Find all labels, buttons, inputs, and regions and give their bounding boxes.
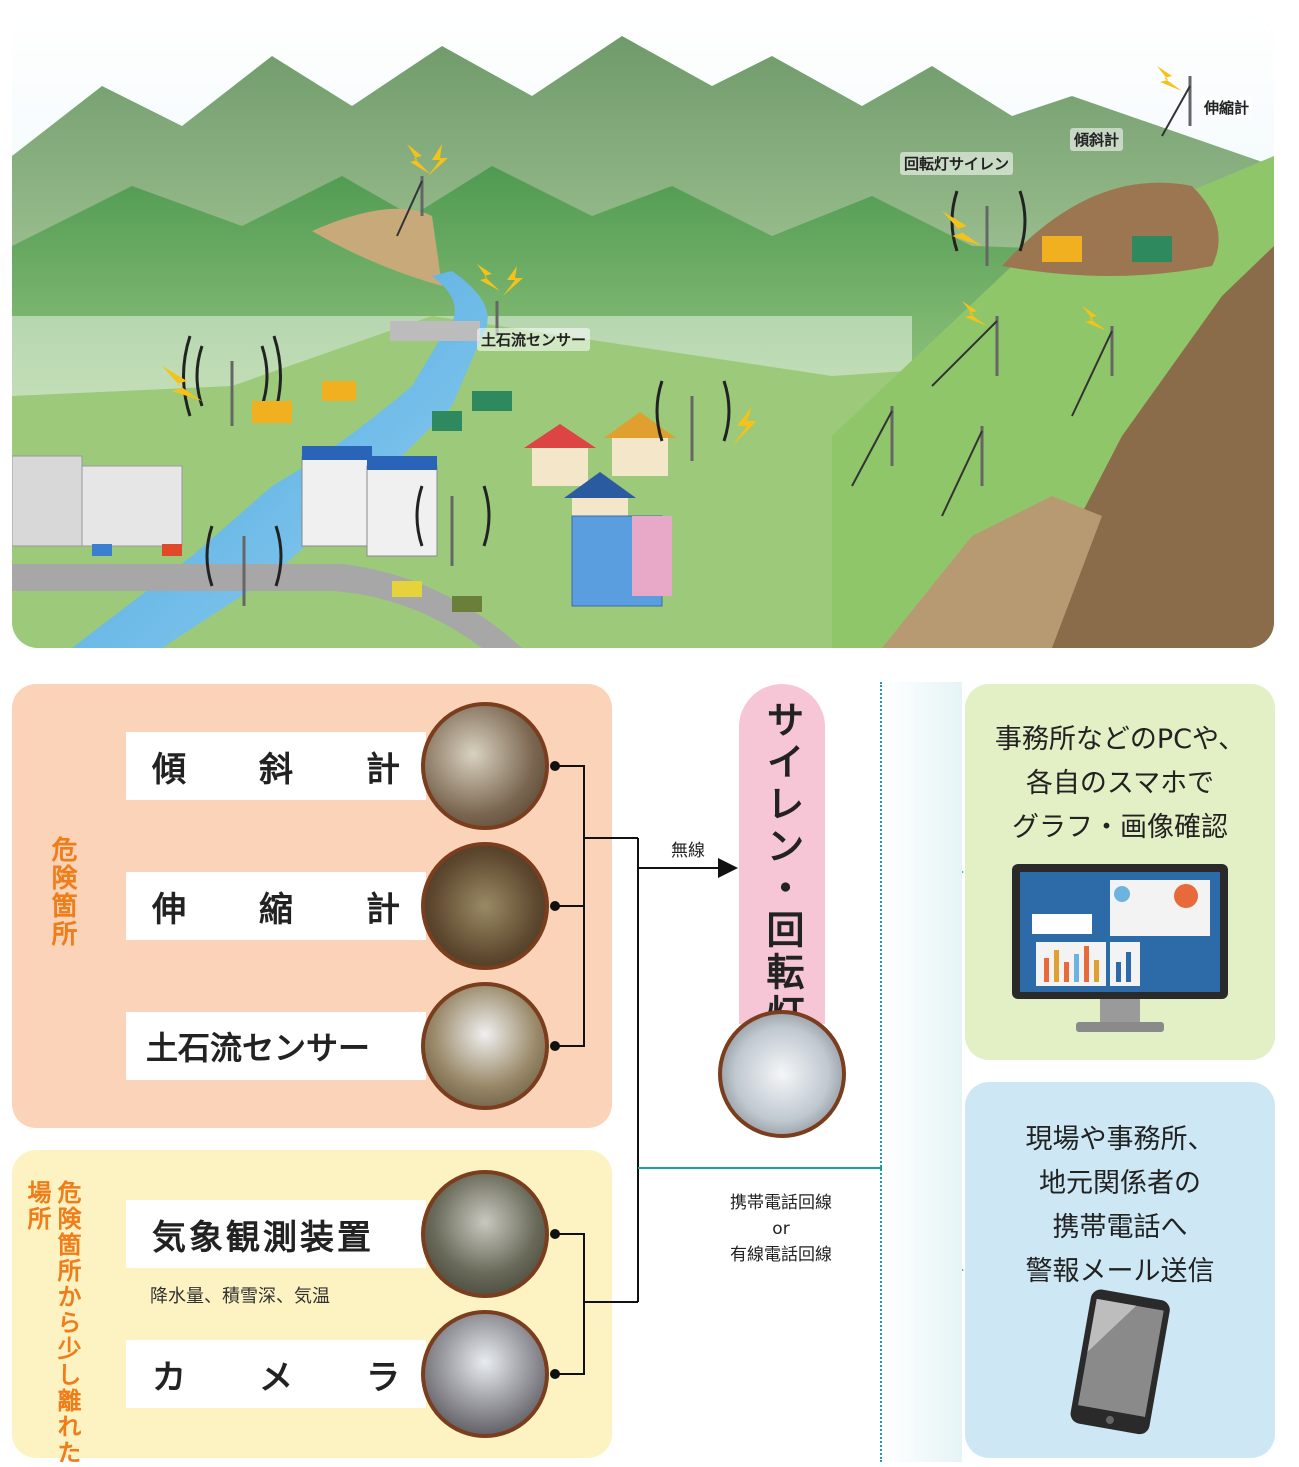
weather-station-note: 降水量、積雪深、気温 <box>150 1286 330 1307</box>
phone-line-label-2: or <box>772 1219 790 1239</box>
siren-label: サイレン・回転灯 <box>760 700 804 1036</box>
siren-photo <box>718 1010 846 1138</box>
network-band <box>882 682 962 1462</box>
siren-panel <box>739 684 825 1024</box>
extensometer-photo <box>421 842 549 970</box>
construction-vehicles <box>92 236 1172 612</box>
apartment-buildings <box>12 446 438 557</box>
label-tiltmeter: 傾斜計 <box>1070 128 1124 151</box>
tiltmeter-char-3: 計 <box>366 749 400 790</box>
extensometer-char-2: 縮 <box>259 889 293 930</box>
phone-line-label: 携帯電話回線 or 有線電話回線 <box>712 1190 850 1268</box>
label-rotating-siren: 回転灯サイレン <box>900 152 1014 175</box>
equipment-poles <box>230 76 1192 606</box>
near-area-title-line2: 少し離れた場所 <box>23 1180 81 1466</box>
sensor-wires <box>396 85 1191 517</box>
pc-line-2: 各自のスマホで <box>1025 768 1215 799</box>
extensometer-label: 伸 縮 計 <box>126 872 426 940</box>
mail-line-3: 携帯電話へ <box>1052 1212 1188 1243</box>
check-dam <box>390 321 480 341</box>
mail-line-2: 地元関係者の <box>1039 1168 1201 1199</box>
label-debris-sensor: 土石流センサー <box>477 328 591 351</box>
siren-waves <box>182 190 1027 587</box>
landscape-svg <box>12 16 1274 648</box>
pc-line-3: グラフ・画像確認 <box>1012 812 1228 843</box>
houses <box>524 412 676 607</box>
mail-line-1: 現場や事務所、 <box>1025 1124 1215 1155</box>
label-extensometer: 伸縮計 <box>1200 96 1254 119</box>
near-area-title: 危険箇所から少し離れた場所 <box>22 1180 82 1467</box>
landslide-debris <box>882 496 1102 648</box>
wireless-bolts <box>162 66 1182 446</box>
danger-area-title: 危険箇所 <box>47 836 77 948</box>
pc-panel-text: 事務所などのPCや、 各自のスマホで グラフ・画像確認 <box>965 718 1275 850</box>
weather-station-photo <box>421 1170 549 1298</box>
network-divider <box>880 682 883 1462</box>
near-bracket <box>555 1233 585 1375</box>
scene-illustration: 土石流センサー 回転灯サイレン 傾斜計 伸縮計 <box>12 16 1274 648</box>
camera-char-2: メ <box>259 1357 293 1398</box>
monitor-icon <box>1012 864 1228 1032</box>
debris-sensor-label: 土石流センサー <box>126 1012 426 1080</box>
tiltmeter-char-1: 傾 <box>152 749 186 790</box>
weather-station-label: 気象観測装置 <box>126 1200 426 1268</box>
mail-panel-text: 現場や事務所、 地元関係者の 携帯電話へ 警報メール送信 <box>965 1118 1275 1294</box>
sensor-mound <box>312 208 442 286</box>
near-area-title-line1: 危険箇所から <box>53 1180 81 1336</box>
camera-char-1: カ <box>152 1357 186 1398</box>
tiltmeter-label: 傾 斜 計 <box>126 732 426 800</box>
camera-char-3: ラ <box>366 1357 400 1398</box>
pc-line-1: 事務所などのPCや、 <box>994 724 1246 755</box>
smartphone-icon <box>1070 1289 1170 1435</box>
extensometer-char-1: 伸 <box>152 889 186 930</box>
camera-label: カ メ ラ <box>126 1340 426 1408</box>
extensometer-char-3: 計 <box>366 889 400 930</box>
phone-line-label-1: 携帯電話回線 <box>730 1193 832 1213</box>
tiltmeter-photo <box>421 702 549 830</box>
camera-photo <box>421 1310 549 1438</box>
phone-line-label-3: 有線電話回線 <box>730 1245 832 1265</box>
wireless-label: 無線 <box>671 841 705 861</box>
debris-sensor-photo <box>421 982 549 1110</box>
tiltmeter-char-2: 斜 <box>259 749 293 790</box>
mail-line-4: 警報メール送信 <box>1025 1256 1215 1287</box>
